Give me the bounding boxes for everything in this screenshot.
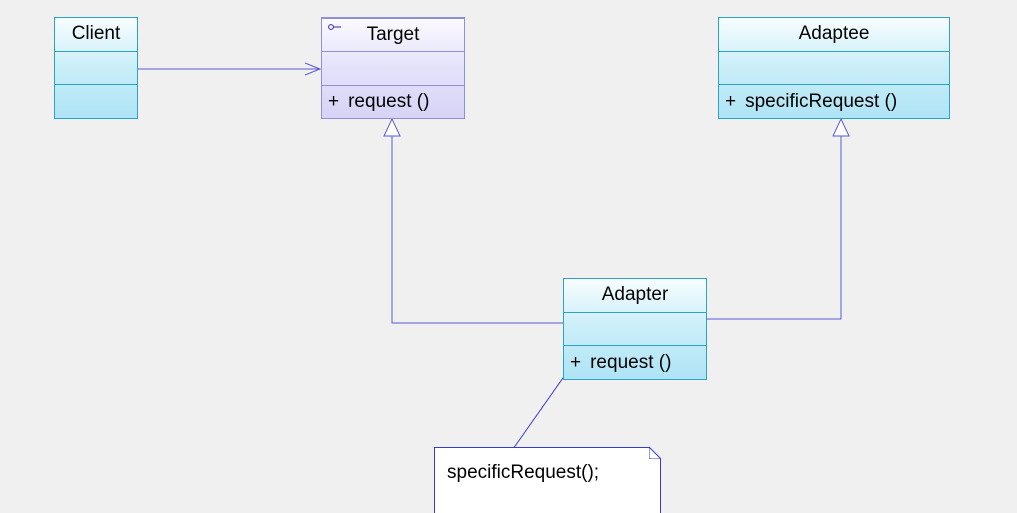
adapter-target-realization [383, 117, 563, 324]
adapter-class-name: Adapter [601, 284, 669, 306]
adapter-attributes-compartment [564, 311, 706, 346]
hollow-triangle-icon [383, 117, 401, 137]
target-operation-signature: request () [348, 90, 430, 112]
target-operation-visibility: + [328, 90, 340, 112]
client-class[interactable]: Client [54, 17, 138, 119]
client-target-association [137, 62, 322, 76]
adapter-operation-signature: request () [590, 351, 672, 373]
hollow-triangle-icon [832, 117, 850, 137]
implementation-note[interactable]: specificRequest(); [434, 447, 661, 513]
adapter-operation: + request () [564, 345, 706, 379]
note-folded-corner-icon [649, 447, 661, 459]
adaptee-operation: + specificRequest () [719, 84, 949, 118]
target-attributes-compartment [322, 51, 464, 84]
adapter-class[interactable]: Adapter + request () [563, 278, 707, 380]
interface-lollipop-icon [328, 24, 341, 30]
open-arrowhead-icon [304, 62, 322, 76]
client-operations-compartment [55, 84, 137, 118]
client-attributes-compartment [55, 50, 137, 85]
client-class-name: Client [71, 23, 121, 45]
adaptee-operation-signature: specificRequest () [745, 90, 898, 112]
adaptee-class-name: Adaptee [798, 23, 870, 45]
adapter-operation-visibility: + [570, 351, 582, 373]
adaptee-attributes-compartment [719, 50, 949, 85]
target-interface-name: Target [322, 18, 464, 51]
adaptee-class[interactable]: Adaptee + specificRequest () [718, 17, 950, 119]
adaptee-operation-visibility: + [725, 90, 737, 112]
target-interface[interactable]: Target + request () [321, 17, 465, 119]
note-text: specificRequest(); [447, 462, 600, 483]
adapter-adaptee-generalization [706, 117, 850, 320]
target-operation: + request () [322, 84, 464, 118]
